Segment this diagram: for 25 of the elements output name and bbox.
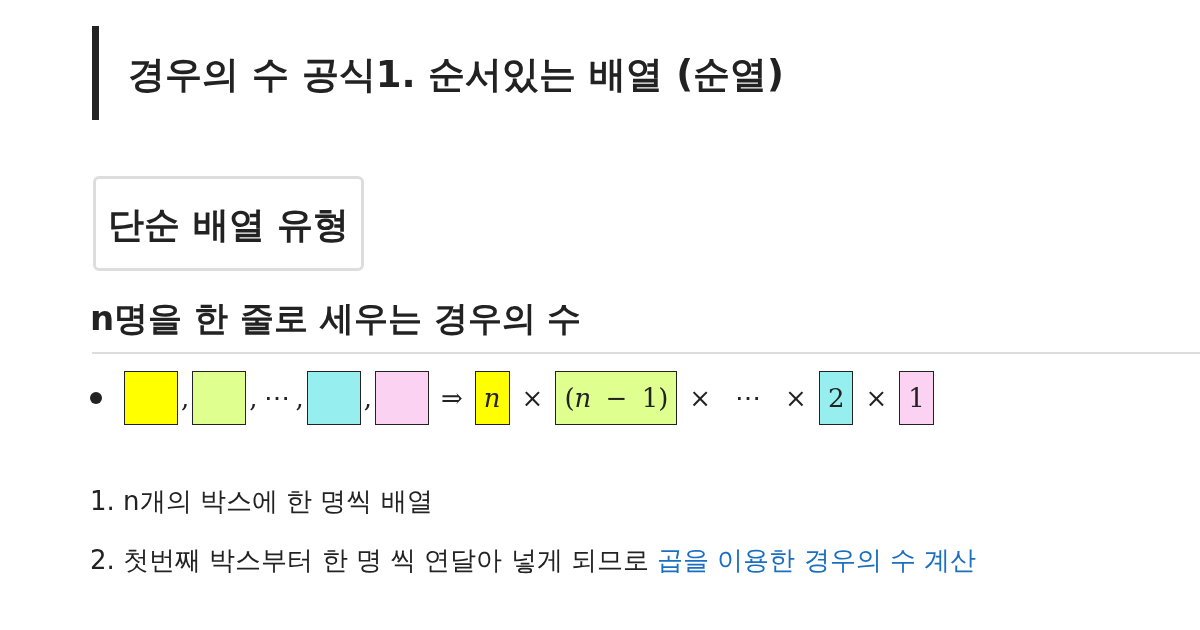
value-box: 1 xyxy=(899,371,934,425)
math-operator: × xyxy=(688,383,713,413)
value-box: n xyxy=(474,371,510,425)
separator: , xyxy=(180,383,191,413)
value-box: 2 xyxy=(818,371,854,425)
implies-symbol: ⇒ xyxy=(440,383,464,413)
separator: , xyxy=(294,383,305,413)
section-heading: n명을 한 줄로 세우는 경우의 수 xyxy=(90,297,582,340)
math-operator: ⋯ xyxy=(734,383,763,413)
separator: ⋯ xyxy=(262,383,291,413)
separator: , xyxy=(248,383,259,413)
math-operator: × xyxy=(784,383,808,413)
heading: 경우의 수 공식1. 순서있는 배열 (순열) xyxy=(128,52,785,98)
category-tag: 단순 배열 유형 xyxy=(93,176,365,271)
empty-box xyxy=(306,371,361,425)
math-operator: × xyxy=(864,383,889,413)
link: 곱을 이용한 경우의 수 계산 xyxy=(657,545,977,575)
separator: , xyxy=(362,383,374,413)
value-box: (n − 1) xyxy=(555,371,678,425)
math-operator: × xyxy=(520,383,545,413)
list-item: 2. 첫번째 박스부터 한 명 씩 연달아 넣게 되므로 xyxy=(90,545,649,575)
empty-box xyxy=(375,371,430,425)
empty-box xyxy=(124,371,178,425)
empty-box xyxy=(192,371,247,425)
list-item: 1. n개의 박스에 한 명씩 배열 xyxy=(90,485,433,518)
